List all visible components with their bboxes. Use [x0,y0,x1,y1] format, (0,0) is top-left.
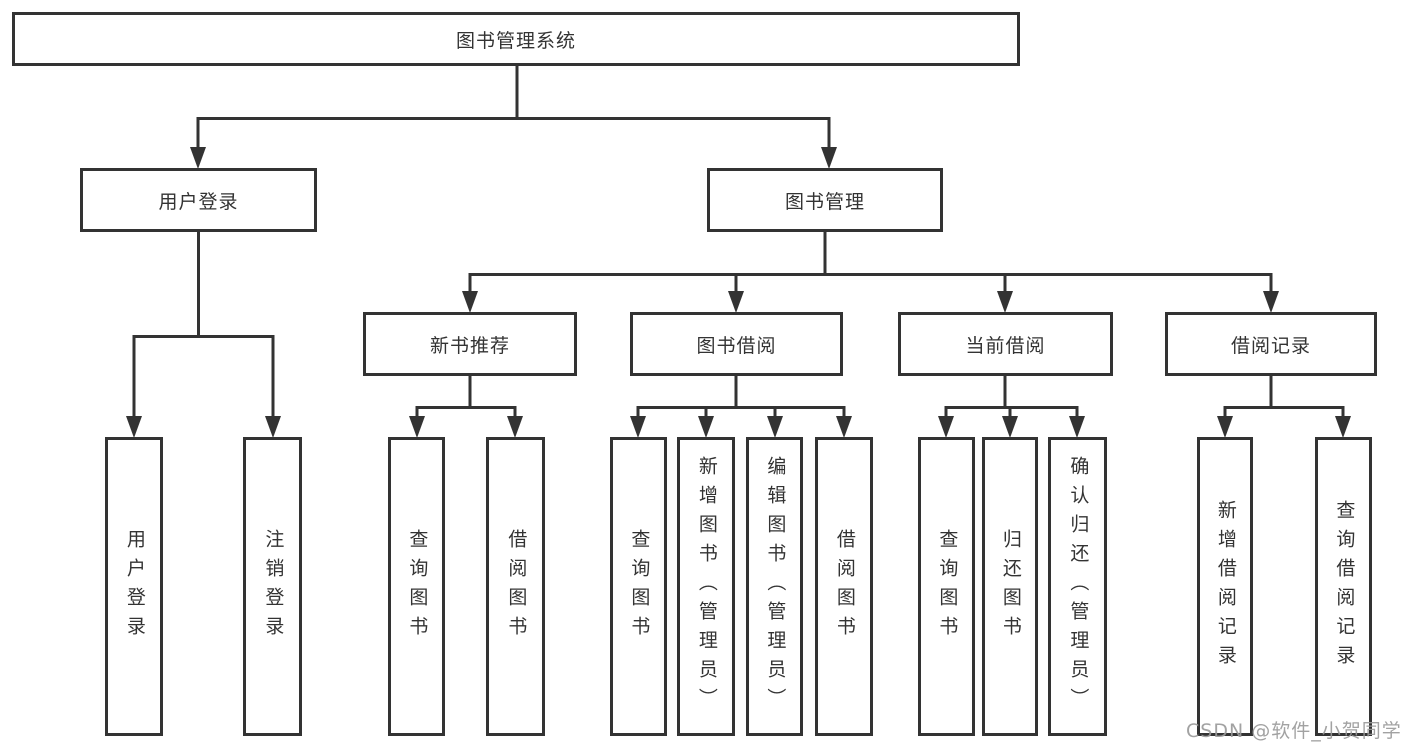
node-root-library-system: 图书管理系统 [12,12,1020,66]
node-current-borrowing: 当前借阅 [898,312,1113,376]
node-leaf-query-books-borrow: 查询图书 [610,437,667,736]
node-leaf-borrow-book: 借阅图书 [815,437,873,736]
connector-new-book [415,373,517,419]
leaf-label: 查询借阅记录 [1333,499,1356,674]
arrow-down-icon [821,147,837,169]
csdn-watermark: CSDN @软件_小贺同学 [1186,720,1402,742]
node-new-book-recommend: 新书推荐 [363,312,577,376]
node-leaf-edit-book-admin: 编辑图书（管理员） [746,437,803,736]
node-book-management: 图书管理 [707,168,943,232]
node-leaf-borrow-book-recommend: 借阅图书 [486,437,545,736]
node-leaf-return-book: 归还图书 [982,437,1038,736]
arrow-down-icon [265,416,281,438]
arrow-down-icon [698,416,714,438]
leaf-label: 查询图书 [406,528,429,645]
node-leaf-add-borrow-record: 新增借阅记录 [1197,437,1253,736]
arrow-down-icon [1002,416,1018,438]
connector-borrow-record [1223,373,1345,419]
leaf-label: 编辑图书（管理员） [764,456,787,717]
leaf-label: 查询图书 [628,528,651,645]
node-leaf-confirm-return-admin: 确认归还（管理员） [1048,437,1107,736]
leaf-label: 归还图书 [999,528,1022,645]
arrow-down-icon [126,416,142,438]
leaf-label: 用户登录 [123,528,146,645]
node-leaf-add-book-admin: 新增图书（管理员） [677,437,735,736]
arrow-down-icon [997,291,1013,313]
arrow-down-icon [836,416,852,438]
leaf-label: 注销登录 [262,528,285,645]
connector-book-management [468,229,1273,293]
arrow-down-icon [1217,416,1233,438]
leaf-label: 新增图书（管理员） [695,456,718,717]
connector-user-login [132,229,275,419]
arrow-down-icon [1069,416,1085,438]
arrow-down-icon [630,416,646,438]
arrow-down-icon [1263,291,1279,313]
node-book-borrowing: 图书借阅 [630,312,843,376]
node-leaf-query-borrow-record: 查询借阅记录 [1315,437,1372,736]
leaf-label: 新增借阅记录 [1214,499,1237,674]
node-leaf-query-books-recommend: 查询图书 [388,437,445,736]
node-user-login: 用户登录 [80,168,317,232]
connector-current-borrow [944,373,1079,419]
node-borrowing-records: 借阅记录 [1165,312,1377,376]
arrow-down-icon [767,416,783,438]
arrow-down-icon [409,416,425,438]
arrow-down-icon [190,147,206,169]
leaf-label: 借阅图书 [505,528,528,645]
arrow-down-icon [1335,416,1351,438]
arrow-down-icon [938,416,954,438]
leaf-label: 查询图书 [936,528,959,645]
leaf-label: 确认归还（管理员） [1067,456,1090,717]
node-leaf-query-books-current: 查询图书 [918,437,975,736]
arrow-down-icon [728,291,744,313]
arrow-down-icon [462,291,478,313]
node-leaf-logout: 注销登录 [243,437,302,736]
arrow-down-icon [507,416,523,438]
connector-book-borrow [636,373,846,419]
node-leaf-user-login: 用户登录 [105,437,163,736]
connector-root [196,63,831,150]
leaf-label: 借阅图书 [833,528,856,645]
